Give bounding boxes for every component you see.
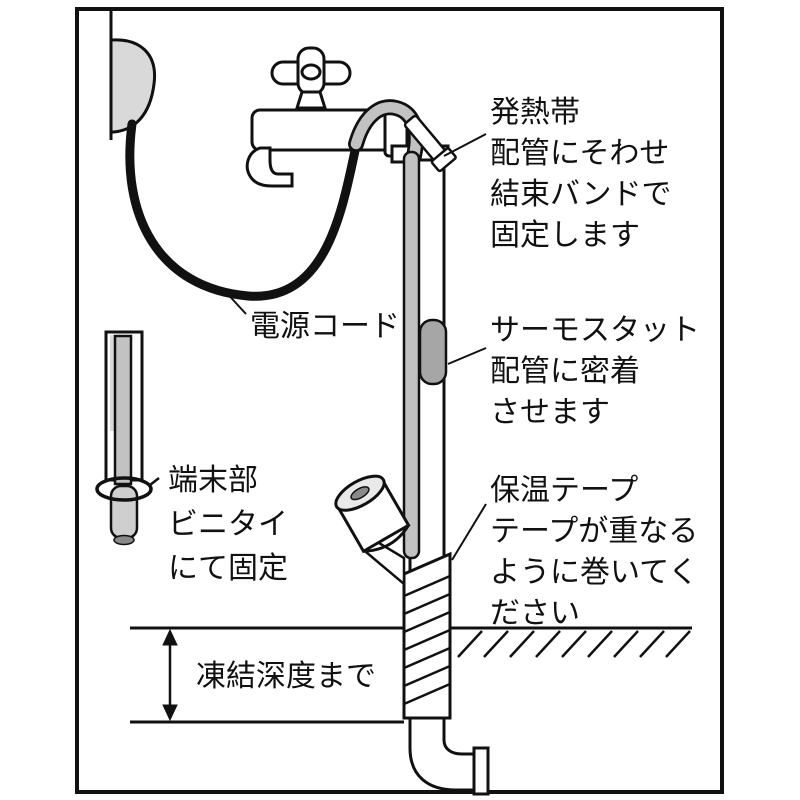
annotations: 発熱帯 配管にそわせ 結束バンドで 固定します 電源コード サーモスタット 配管… <box>168 96 700 693</box>
label-frost-depth: 凍結深度まで <box>196 660 376 693</box>
heating-band-vertical <box>402 150 421 560</box>
power-cord <box>125 119 361 301</box>
arrowhead-down <box>162 704 178 722</box>
thermostat <box>418 318 448 386</box>
faucet-stem <box>294 90 328 110</box>
label-thermostat-line1: サーモスタット <box>490 314 700 347</box>
faucet-handle-hub <box>300 63 322 81</box>
label-insulation-line3: ように巻いてく <box>490 556 698 589</box>
label-heating-band-line3: 結束バンドで <box>490 178 672 211</box>
leader-insulation-tape <box>451 503 487 561</box>
pipe-elbow <box>408 714 490 796</box>
label-terminal-line1: 端末部 <box>168 464 258 497</box>
label-insulation-line2: テープが重なる <box>490 515 698 548</box>
faucet-spout <box>245 146 294 188</box>
label-thermostat-line3: させます <box>490 396 610 429</box>
detail-band-end-opening <box>113 534 135 546</box>
wall-fixture <box>109 38 157 134</box>
terminal-end-detail <box>95 330 160 546</box>
label-thermostat-line2: 配管に密着 <box>490 355 640 388</box>
tape-roll <box>334 474 411 587</box>
leader-heating-band <box>443 133 487 157</box>
leader-lines <box>223 133 487 561</box>
frost-depth-arrow <box>162 628 178 722</box>
vinyl-tie-tail <box>149 477 160 486</box>
tape-wrap-stripes <box>403 574 451 706</box>
label-power-cord: 電源コード <box>250 310 400 343</box>
wall <box>109 11 157 140</box>
tape-wrap-body <box>402 551 452 720</box>
insulation-tape-wrap <box>402 551 452 720</box>
tape-roll-core <box>350 486 370 501</box>
vinyl-tie-ring <box>95 476 153 502</box>
tape-roll-bottom-edge <box>363 524 410 553</box>
leader-thermostat <box>447 347 487 365</box>
label-terminal-line3: にて固定 <box>168 552 288 585</box>
label-heating-band-line2: 配管にそわせ <box>490 137 669 170</box>
detail-band-inside <box>113 334 133 486</box>
arrowhead-up <box>162 628 178 646</box>
label-insulation-line1: 保温テープ <box>490 474 638 507</box>
ground-hatching <box>457 630 691 658</box>
label-heating-band-line4: 固定します <box>490 219 640 252</box>
label-insulation-line4: ださい <box>490 597 580 630</box>
label-heating-band-line1: 発熱帯 <box>490 96 580 129</box>
ground <box>130 626 692 724</box>
pipe-elbow-cap <box>472 746 490 796</box>
detail-band-end <box>109 484 139 540</box>
label-terminal-line2: ビニタイ <box>168 508 288 541</box>
leader-power-cord <box>223 289 247 315</box>
